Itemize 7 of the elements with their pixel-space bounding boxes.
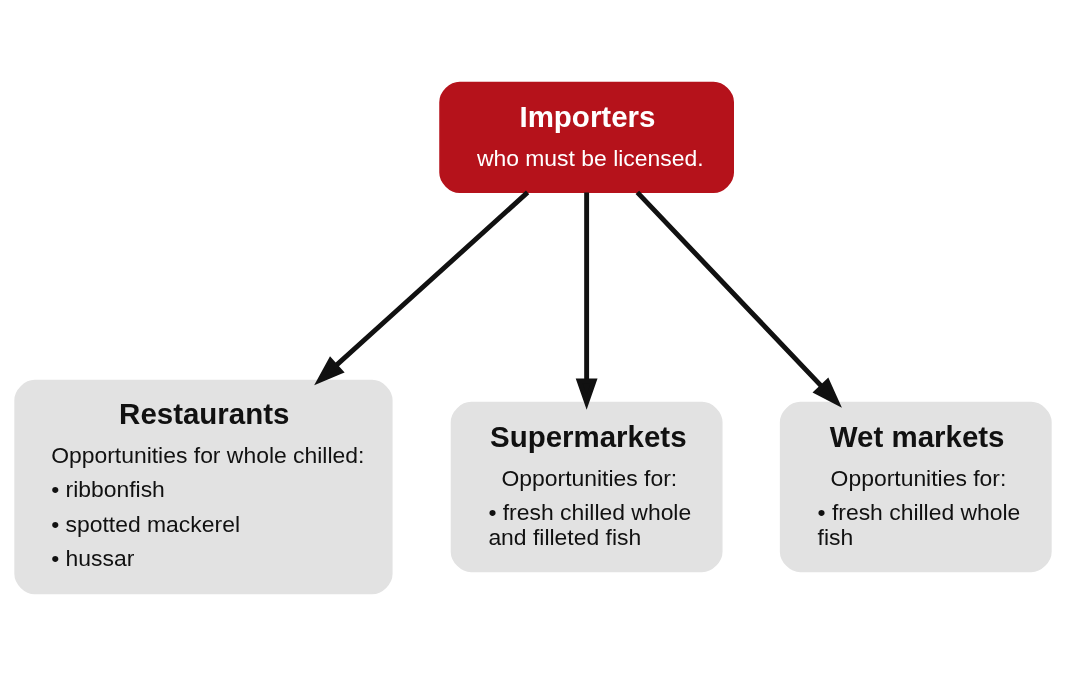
node-box: Importers who must be licensed.: [439, 81, 734, 194]
node-box: Restaurants Opportunities for whole chilled: • ribbonfish • spotted mackerel • hussar: [14, 379, 393, 595]
arrow: [575, 192, 598, 410]
node-box: Supermarkets Opportunities for: • fresh chilled whole and filleted fish: [450, 401, 723, 573]
arrow: [635, 190, 842, 408]
node-box: Wet markets Opportunities for: • fresh chilled whole fish: [779, 401, 1052, 573]
arrow: [314, 190, 530, 386]
